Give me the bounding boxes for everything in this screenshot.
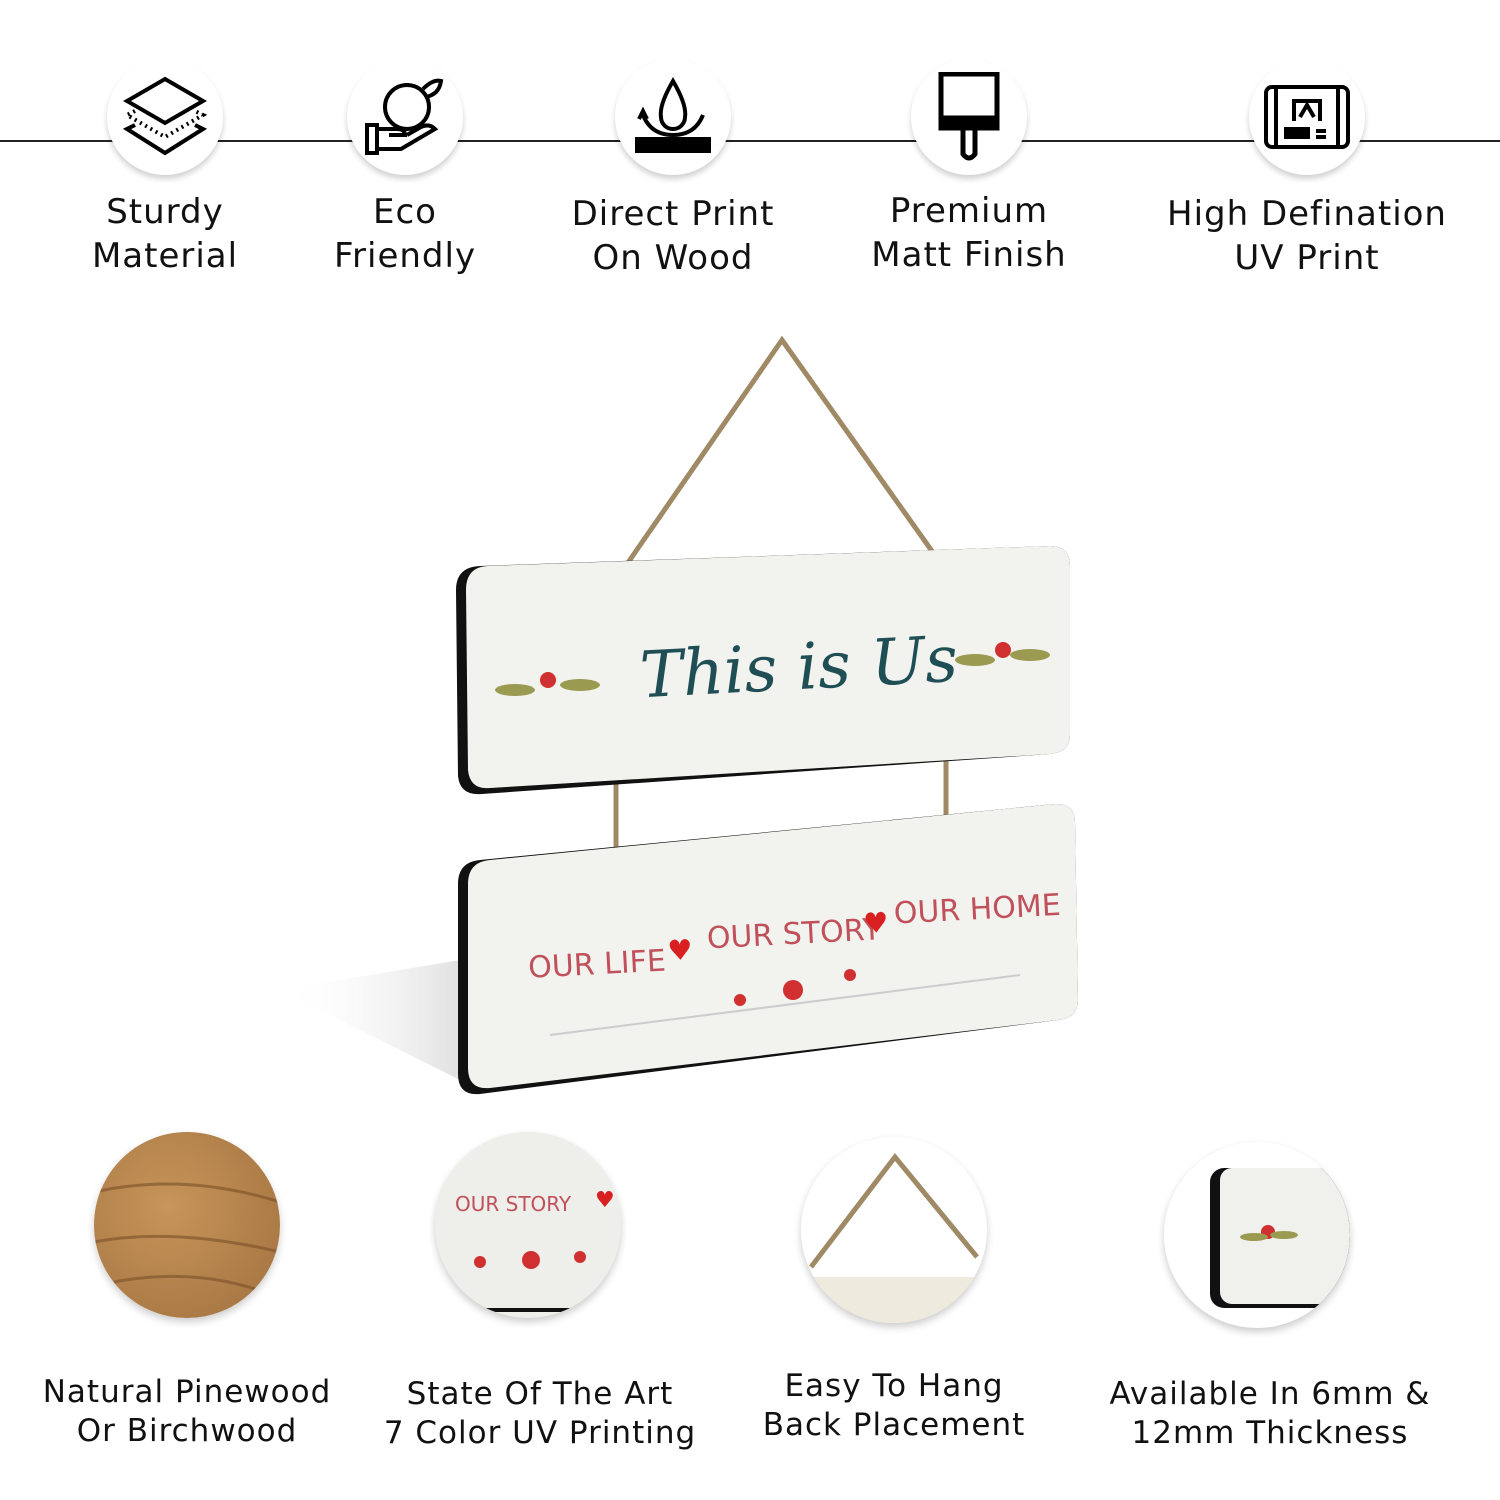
layers-icon: [107, 59, 223, 175]
thickness-detail-image: [1164, 1142, 1350, 1328]
svg-text:♥: ♥: [667, 933, 694, 967]
svg-text:♥: ♥: [863, 906, 890, 940]
bottom-board: [468, 803, 1078, 1089]
wood-texture-image: [94, 1132, 280, 1318]
print-detail-image: OUR STORY ♥: [435, 1132, 621, 1318]
board-text-this-is-us: This is Us: [638, 623, 959, 714]
board-text-our-home: OUR HOME: [893, 888, 1062, 932]
paint-brush-icon: [911, 59, 1027, 175]
feature-thickness: Available In 6mm &12mm Thickness: [1109, 1376, 1431, 1451]
hanging-detail-image: [801, 1137, 987, 1323]
eco-hand-globe-icon: [347, 59, 463, 175]
top-board: [466, 546, 1070, 789]
water-drop-print-icon: [615, 59, 731, 175]
divider-line: [0, 140, 1500, 142]
hanging-rope: [613, 335, 947, 582]
board-text-our-life: OUR LIFE: [527, 944, 666, 986]
uv-printer-icon: [1249, 59, 1365, 175]
